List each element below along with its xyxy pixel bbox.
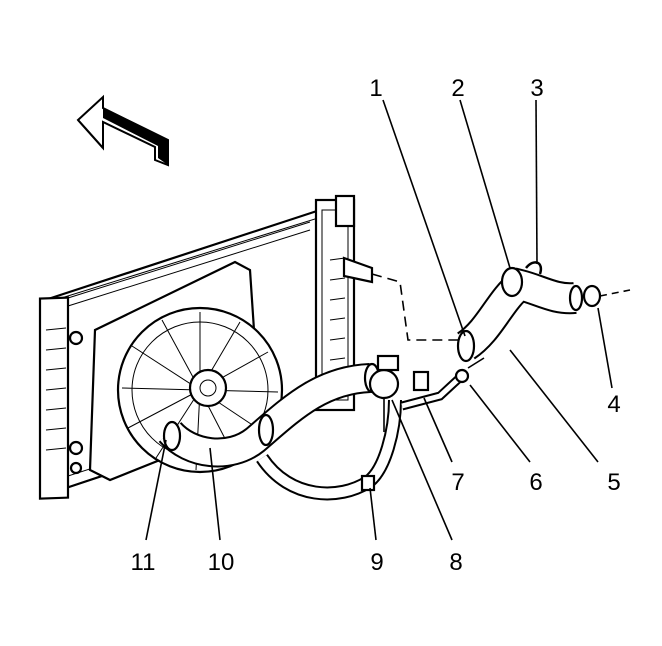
upper-radiator-hose (454, 266, 584, 384)
cooling-fan (88, 260, 284, 482)
callout-5: 5 (607, 469, 620, 496)
callout-7: 7 (451, 469, 464, 496)
callout-3: 3 (530, 75, 543, 102)
callout-11: 11 (131, 549, 156, 576)
bypass-hose (256, 399, 402, 501)
leader-lines (145, 99, 613, 541)
callout-9: 9 (370, 549, 383, 576)
callout-10: 10 (208, 549, 235, 576)
front-direction-arrow-icon (76, 94, 169, 167)
thermostat-housing-connection (582, 284, 631, 308)
callout-6: 6 (529, 469, 542, 496)
callout-2: 2 (451, 75, 464, 102)
connection-dash (371, 273, 460, 341)
callout-4: 4 (607, 391, 620, 418)
callout-8: 8 (449, 549, 462, 576)
hose-junction (368, 354, 400, 432)
callout-1: 1 (369, 75, 382, 102)
